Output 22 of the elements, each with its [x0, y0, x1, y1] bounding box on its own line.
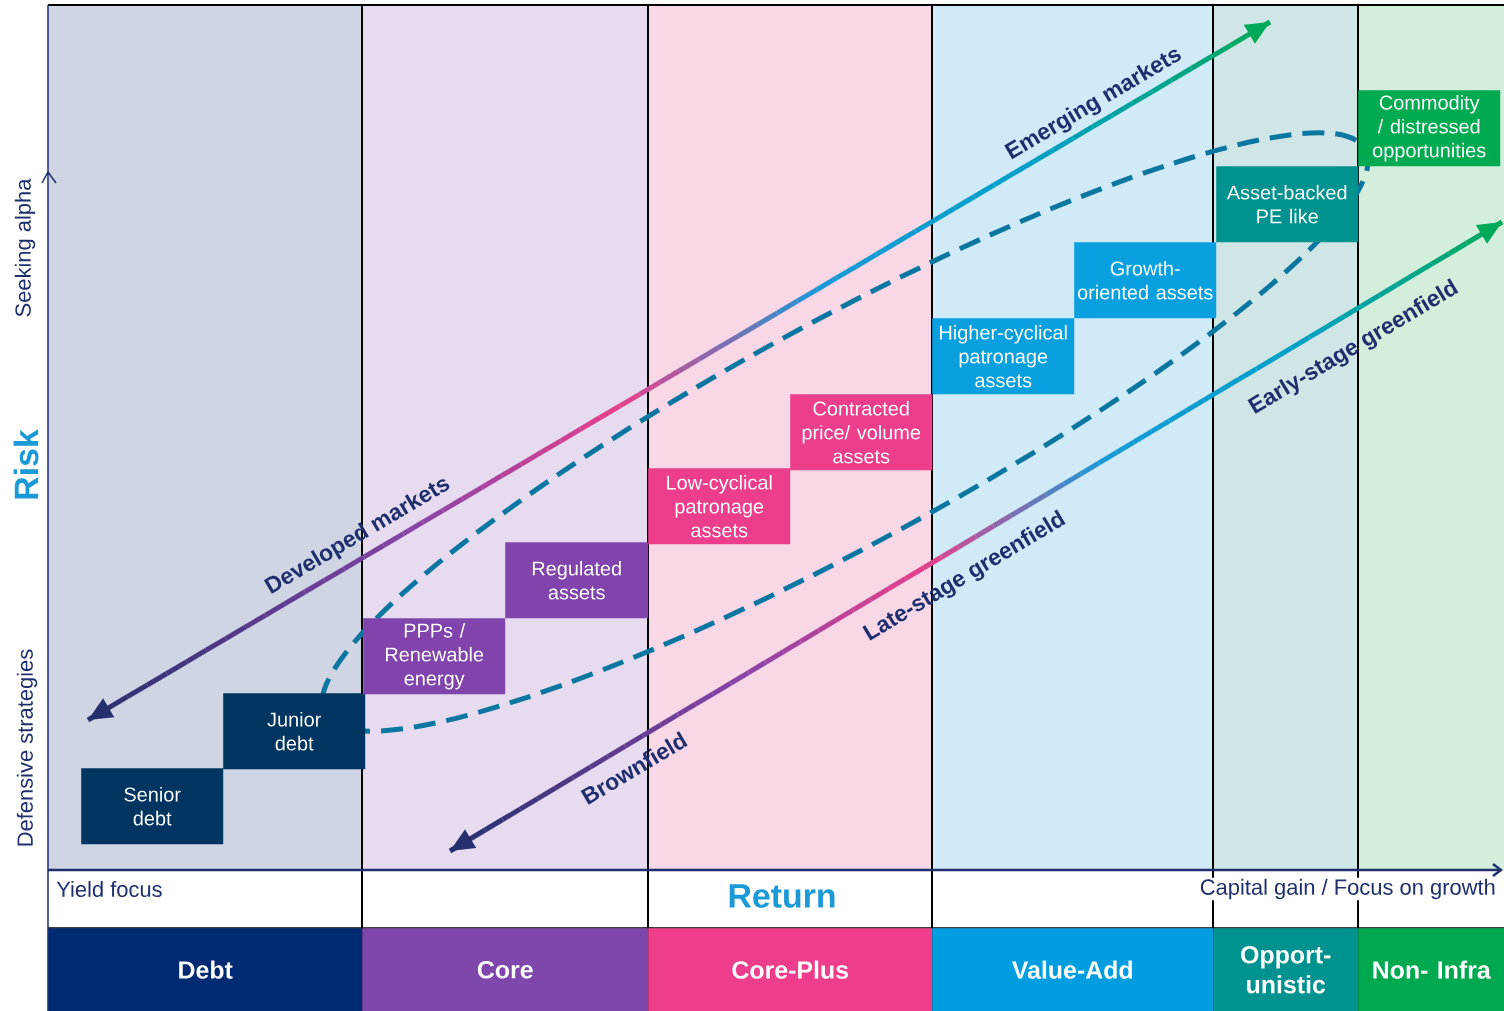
axis-label: Risk [13, 429, 39, 499]
category-box: Growth-oriented assets [1074, 242, 1217, 319]
axis-label: Seeking alpha [14, 178, 36, 317]
category-band: Value-Add [932, 928, 1214, 1011]
category-box: Low-cyclical patronage assets [648, 468, 791, 545]
category-band: Debt [48, 928, 363, 1011]
category-box: Contracted price/ volume assets [790, 394, 933, 471]
category-box: Senior debt [81, 768, 224, 845]
axis-label: Yield focus [56, 880, 162, 898]
category-box: Commodity / distressed opportunities [1358, 90, 1501, 167]
axis-label: Return [729, 884, 835, 908]
category-band: Core [362, 928, 649, 1011]
axis-label: Defensive strategies [16, 649, 38, 846]
axis-label: Capital gain / Focus on growth [1198, 877, 1497, 901]
category-box: PPPs / Renewable energy [363, 618, 506, 695]
category-box: Regulated assets [505, 542, 649, 619]
category-band: Core-Plus [648, 928, 933, 1011]
category-box: Junior debt [223, 693, 366, 770]
category-band: Non- Infra [1358, 928, 1504, 1011]
category-box: Higher-cyclical patronage assets [932, 318, 1075, 395]
category-box: Asset-backed PE like [1216, 166, 1359, 243]
category-band: Opport- unistic [1213, 928, 1359, 1011]
